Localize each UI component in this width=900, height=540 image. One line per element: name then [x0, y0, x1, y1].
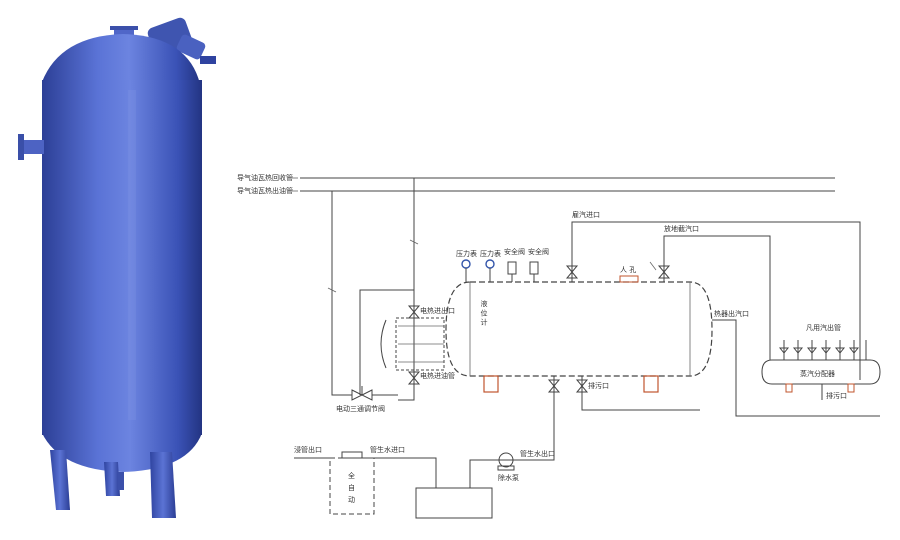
vessel-drain-label: 排污口: [588, 381, 609, 390]
drain-valve-2: [575, 379, 589, 393]
pressure-gauge-2-label: 压力表: [480, 249, 501, 258]
top-valve-assembly: [147, 17, 216, 64]
pressure-gauge-1-label: 压力表: [456, 249, 477, 258]
tank-shell: [42, 80, 202, 435]
heater-inlet-valve: [407, 305, 421, 319]
safety-valve-2-label: 安全阀: [528, 247, 549, 256]
steam-manifold: [761, 340, 881, 400]
tank-leg-right: [150, 452, 176, 518]
heater-outlet-label: 电热进油管: [420, 371, 455, 380]
manifold-title: 凡用汽出管: [806, 323, 841, 332]
pump-left-1: 浸管出口: [294, 445, 322, 454]
schematic: 导气油瓦热回收管 导气油瓦热出油管 电动三通调节阀: [237, 173, 881, 519]
manifold-body-label: 蒸汽分配器: [800, 369, 835, 378]
tank-leg-center: [104, 462, 120, 496]
pressure-gauge-2: [485, 259, 495, 282]
tank-photo: [18, 17, 216, 518]
drain-valve-1: [547, 379, 561, 393]
heater-inlet-label: 电热进出口: [420, 306, 455, 315]
heater-outlet-valve: [407, 371, 421, 385]
header-label-2: 导气油瓦热出油管: [237, 186, 293, 195]
tank-leg-left: [50, 450, 70, 510]
manifold-drain-label: 排污口: [826, 391, 847, 400]
pump-left-2: 管生水进口: [370, 445, 405, 454]
safety-valve-1-label: 安全阀: [504, 247, 525, 256]
manhole-label: 人 孔: [620, 266, 636, 274]
bypass-valve: [351, 386, 373, 401]
steam-outlet-label: 热器出汽口: [714, 309, 749, 318]
safety-valve-2: [529, 261, 539, 282]
bypass-valve-label: 电动三通调节阀: [336, 404, 385, 413]
header-label-1: 导气油瓦热回收管: [237, 173, 293, 182]
tank-char-2: 自: [348, 483, 355, 492]
top-valve-2-label: 放地截汽口: [664, 224, 699, 233]
pump-label: 除水泵: [498, 473, 519, 482]
feed-pump: [497, 452, 515, 471]
vessel-support-left: [483, 375, 499, 393]
pump-out-label: 管生水出口: [520, 449, 555, 458]
top-valve-1: [565, 265, 579, 279]
top-valve-1-label: 雇汽进口: [572, 210, 600, 219]
side-nozzle: [24, 140, 44, 154]
manhole: [619, 275, 639, 283]
level-gauge-label: 液 位 计: [480, 299, 488, 326]
horizontal-vessel: [445, 281, 713, 377]
tank-char-1: 全: [348, 471, 355, 480]
pressure-gauge-1: [461, 259, 471, 282]
water-tank: [329, 451, 375, 515]
safety-valve-1: [507, 261, 517, 282]
vessel-support-right: [643, 375, 659, 393]
softener-box: [415, 487, 493, 519]
tank-char-3: 动: [348, 495, 355, 504]
tank-head: [42, 34, 200, 84]
heater-coil: [359, 289, 445, 395]
top-valve-2: [657, 265, 671, 279]
